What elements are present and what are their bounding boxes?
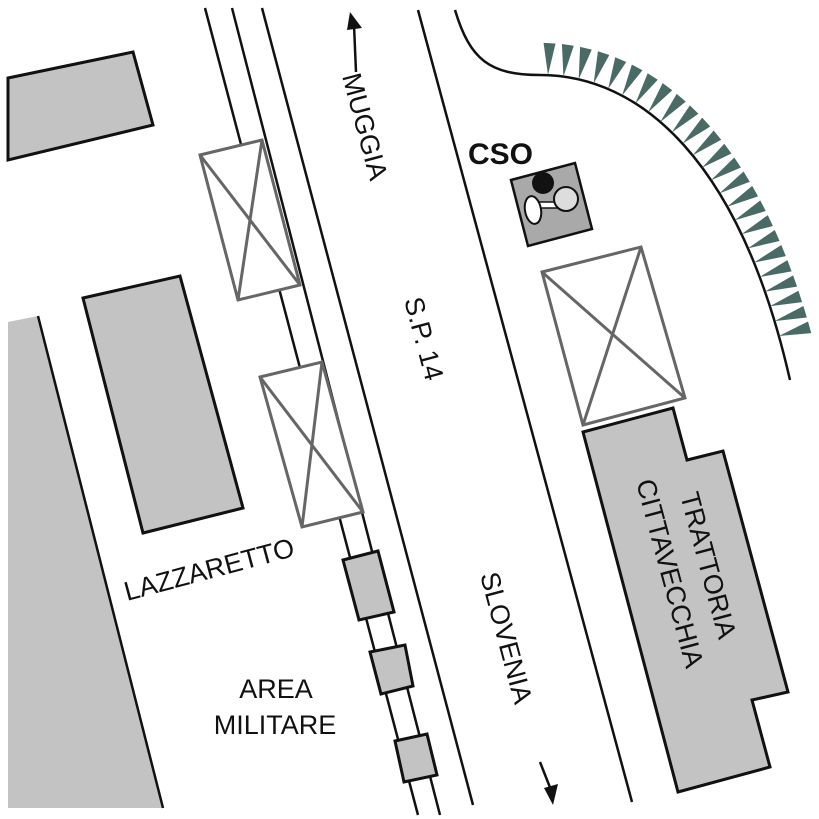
cliff-tooth [759, 260, 792, 278]
cliff-tooth [734, 200, 766, 221]
rail-car [368, 643, 415, 696]
road-edge-east [416, 9, 634, 803]
cliff-hatching [543, 42, 812, 336]
cliff-tooth [747, 229, 780, 249]
label-lazzaretto: LAZZARETTO [121, 533, 298, 607]
cliff-tooth [561, 44, 574, 77]
building-middle [81, 274, 245, 535]
cliff-tooth [692, 130, 722, 156]
cliff-tooth [778, 321, 812, 336]
cliff-tooth [764, 275, 798, 292]
label-muggia: MUGGIA [336, 70, 393, 184]
coast-line [453, 9, 792, 381]
cliff-tooth [769, 290, 803, 307]
label-road: S.P. 14 [398, 294, 449, 384]
cliff-tooth [719, 171, 750, 194]
rail-structure-2 [258, 360, 365, 529]
cliff-tooth [648, 83, 673, 113]
rail-car [393, 732, 439, 784]
cliff-tooth [682, 117, 711, 144]
label-slovenia: SLOVENIA [474, 569, 538, 707]
cliff-tooth [727, 185, 759, 207]
label-militare: MILITARE [214, 710, 337, 740]
arrow-up-icon [347, 12, 362, 73]
label-cso: CSO [468, 138, 533, 171]
cliff-tooth [753, 245, 786, 263]
cso-station-icon [509, 161, 594, 248]
cliff-tooth [671, 105, 699, 133]
trattoria-building [581, 406, 790, 794]
cliff-tooth [660, 93, 686, 122]
cliff-tooth [543, 42, 556, 76]
area-militare-edge [36, 315, 165, 809]
area-militare-block [8, 316, 163, 808]
right-structure [540, 245, 687, 427]
cliff-tooth [635, 73, 658, 104]
cliff-tooth [578, 46, 592, 80]
label-area: AREA [239, 674, 313, 704]
building-top-left-outline [6, 50, 155, 162]
cliff-tooth [774, 306, 807, 322]
rail-car [341, 549, 396, 622]
road-edge-west [260, 7, 475, 806]
cliff-tooth [608, 57, 627, 89]
cliff-tooth [622, 64, 643, 96]
cliff-tooth [702, 143, 732, 168]
arrow-down-icon [538, 761, 558, 805]
rail-structure-1 [198, 138, 302, 302]
cliff-tooth [593, 51, 610, 84]
cliff-tooth [741, 215, 773, 235]
cliff-tooth [711, 157, 741, 181]
